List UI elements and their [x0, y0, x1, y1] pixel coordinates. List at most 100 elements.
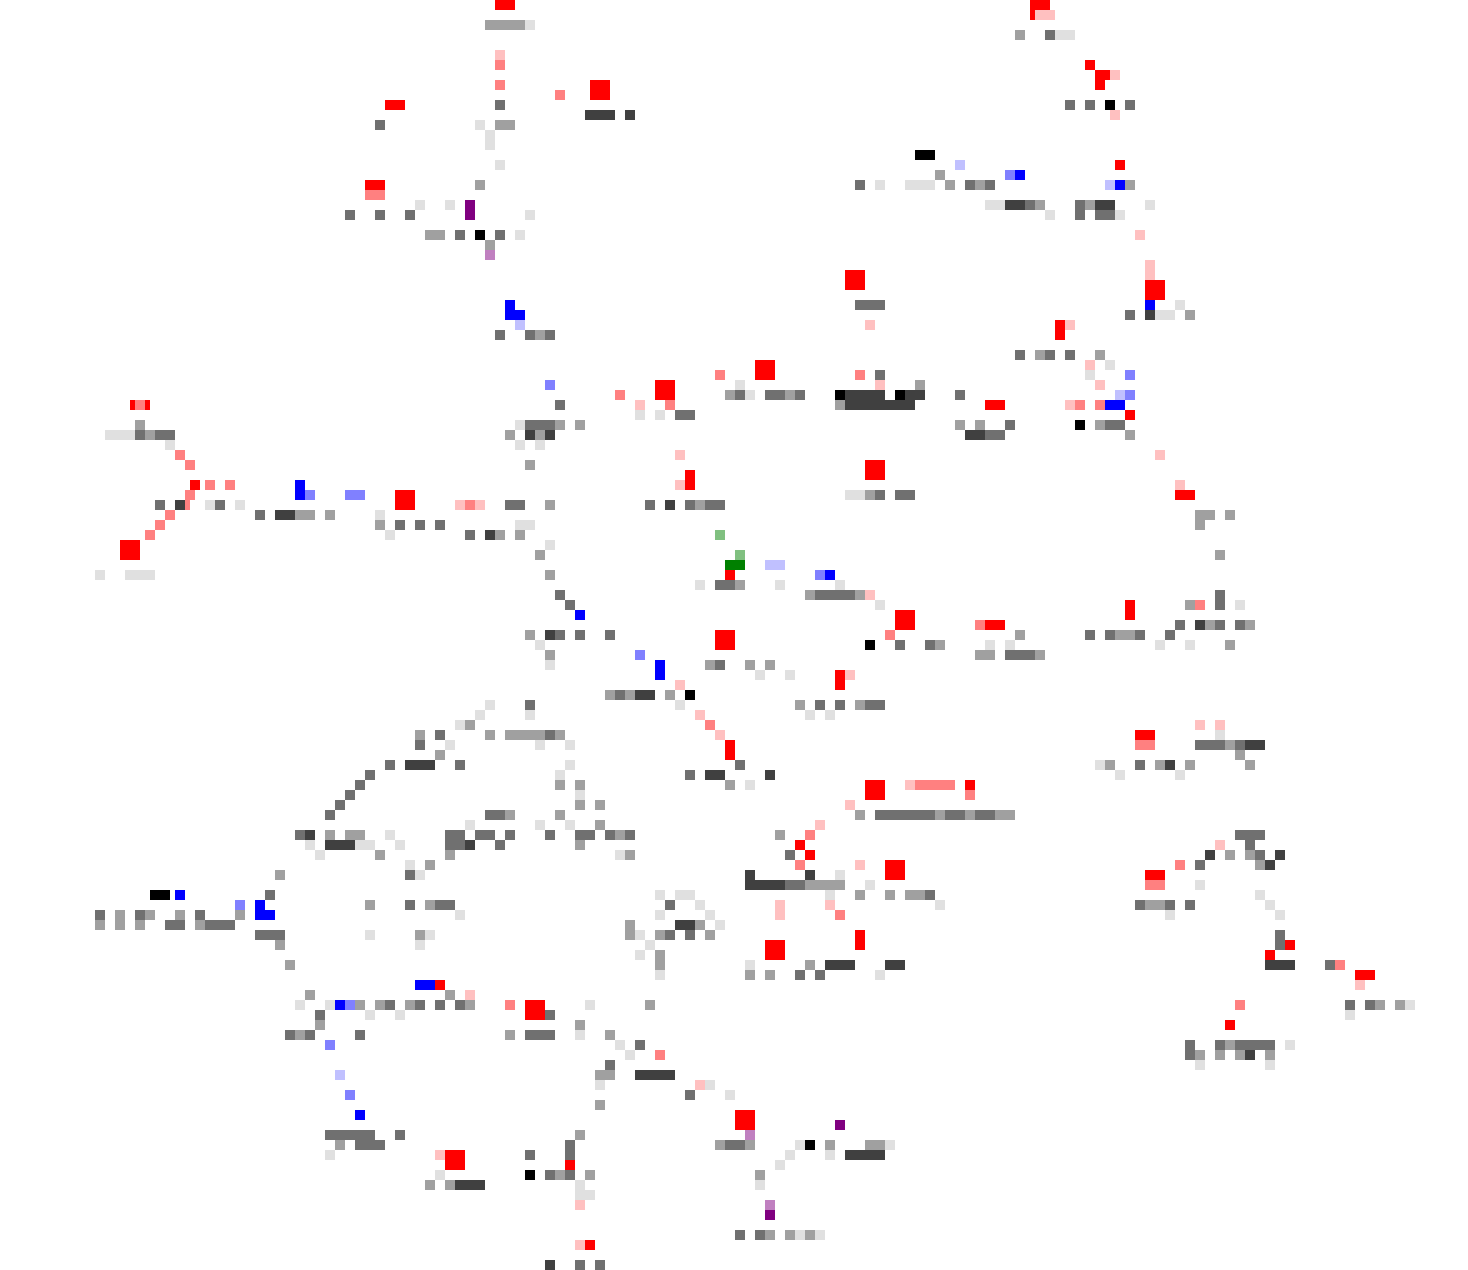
- gray-pixel: [735, 1230, 745, 1240]
- light-red-pixel: [1235, 1000, 1245, 1010]
- dark-gray-pixel: [545, 1260, 555, 1270]
- light-gray-pixel: [625, 930, 635, 940]
- light-gray-pixel: [865, 1140, 875, 1150]
- pale-gray-pixel: [755, 670, 765, 680]
- pale-gray-pixel: [415, 940, 425, 950]
- pale-gray-pixel: [865, 880, 875, 890]
- light-gray-pixel: [435, 230, 445, 240]
- light-gray-pixel: [1205, 620, 1215, 630]
- gray-pixel: [1065, 350, 1075, 360]
- pale-gray-pixel: [775, 1160, 785, 1170]
- dark-gray-pixel: [425, 760, 435, 770]
- pale-red-pixel: [775, 910, 785, 920]
- blue-pixel: [655, 660, 665, 680]
- pale-gray-pixel: [485, 130, 495, 140]
- dark-gray-pixel: [175, 500, 185, 510]
- light-red-pixel: [555, 90, 565, 100]
- gray-pixel: [605, 1060, 615, 1070]
- light-gray-pixel: [275, 870, 285, 880]
- light-red-pixel: [495, 60, 505, 70]
- pale-blue-pixel: [955, 160, 965, 170]
- pale-gray-pixel: [1085, 370, 1095, 380]
- gray-pixel: [495, 330, 505, 340]
- light-gray-pixel: [1215, 1050, 1225, 1060]
- light-gray-pixel: [695, 500, 705, 510]
- light-red-pixel: [365, 190, 385, 200]
- dark-gray-pixel: [745, 880, 785, 890]
- light-gray-pixel: [795, 700, 805, 710]
- gray-pixel: [165, 920, 185, 930]
- red-pixel: [1085, 60, 1095, 70]
- dark-gray-pixel: [765, 770, 775, 780]
- light-gray-pixel: [1225, 850, 1235, 860]
- dark-gray-pixel: [885, 400, 915, 410]
- pale-gray-pixel: [1095, 760, 1105, 770]
- light-gray-pixel: [525, 460, 535, 470]
- gray-pixel: [255, 930, 285, 940]
- gray-pixel: [415, 520, 425, 530]
- light-gray-pixel: [1255, 860, 1265, 870]
- light-gray-pixel: [715, 1140, 725, 1150]
- light-gray-pixel: [305, 510, 315, 520]
- pale-gray-pixel: [795, 1140, 805, 1150]
- light-gray-pixel: [375, 850, 385, 860]
- pale-gray-pixel: [705, 910, 715, 920]
- light-gray-pixel: [1205, 510, 1215, 520]
- light-gray-pixel: [405, 1000, 415, 1010]
- light-gray-pixel: [555, 420, 565, 430]
- light-gray-pixel: [595, 800, 605, 810]
- dark-gray-pixel: [705, 770, 725, 780]
- light-red-pixel: [165, 510, 175, 520]
- red-pixel: [495, 0, 515, 10]
- pale-red-pixel: [855, 860, 865, 870]
- red-pixel: [1285, 940, 1295, 950]
- light-gray-pixel: [1195, 510, 1205, 520]
- light-gray-pixel: [1035, 650, 1045, 660]
- light-gray-pixel: [465, 720, 475, 730]
- dark-gray-pixel: [845, 390, 885, 410]
- gray-pixel: [665, 900, 675, 910]
- blue-pixel: [295, 490, 305, 500]
- light-gray-pixel: [545, 500, 555, 510]
- pale-gray-pixel: [1345, 1010, 1355, 1020]
- light-gray-pixel: [1155, 760, 1165, 770]
- pale-red-pixel: [455, 500, 465, 510]
- light-gray-pixel: [1185, 600, 1195, 610]
- dark-gray-pixel: [645, 1070, 675, 1080]
- gray-pixel: [665, 930, 675, 940]
- light-gray-pixel: [425, 900, 435, 910]
- gray-pixel: [895, 640, 905, 650]
- pale-gray-pixel: [1265, 1060, 1275, 1070]
- pale-gray-pixel: [1175, 770, 1185, 780]
- light-gray-pixel: [145, 910, 155, 920]
- light-gray-pixel: [595, 1100, 605, 1110]
- pale-red-pixel: [495, 50, 505, 60]
- light-gray-pixel: [935, 170, 945, 180]
- gray-pixel: [815, 970, 825, 980]
- light-gray-pixel: [135, 420, 145, 430]
- blue-pixel: [825, 570, 835, 580]
- light-gray-pixel: [485, 240, 495, 250]
- red-pixel: [895, 610, 915, 630]
- light-gray-pixel: [905, 890, 915, 900]
- pale-gray-pixel: [715, 920, 725, 930]
- light-red-pixel: [915, 780, 955, 790]
- pale-blue-pixel: [515, 320, 525, 330]
- dark-gray-pixel: [635, 690, 655, 700]
- light-gray-pixel: [625, 920, 635, 930]
- red-pixel: [1055, 320, 1065, 340]
- gray-pixel: [385, 1000, 395, 1010]
- pale-gray-pixel: [145, 570, 155, 580]
- dark-gray-pixel: [905, 390, 925, 400]
- purple-pixel: [465, 200, 475, 220]
- light-gray-pixel: [115, 910, 125, 920]
- gray-pixel: [635, 1040, 645, 1050]
- light-purple-pixel: [485, 250, 495, 260]
- pale-red-pixel: [1065, 400, 1075, 410]
- light-gray-pixel: [555, 730, 565, 740]
- pale-red-pixel: [695, 710, 705, 720]
- light-gray-pixel: [575, 1130, 585, 1140]
- red-pixel: [120, 540, 140, 560]
- gray-pixel: [685, 500, 695, 510]
- pale-gray-pixel: [465, 820, 475, 830]
